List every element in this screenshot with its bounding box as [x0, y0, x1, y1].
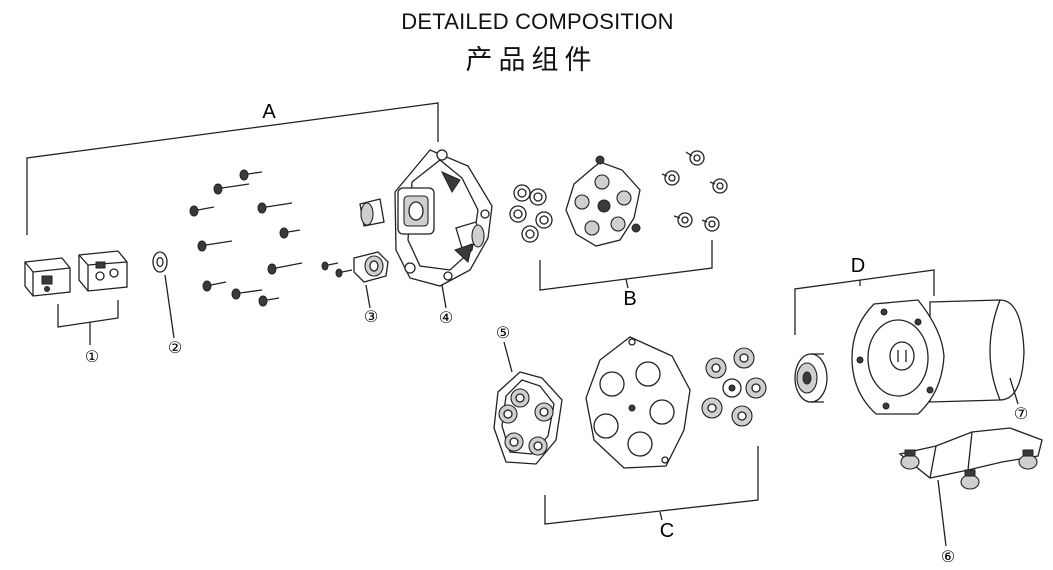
part-2-washer: [152, 251, 175, 339]
part-7-motor: [851, 299, 1025, 415]
part-label-4: ④: [439, 310, 453, 327]
group-label-a: A: [262, 101, 276, 123]
part-label-1: ①: [85, 349, 99, 366]
group-b-parts: [509, 150, 728, 247]
part-6-base-bracket: [898, 427, 1043, 547]
part-label-2: ②: [168, 340, 182, 357]
group-label-d: D: [851, 255, 865, 277]
part-label-7: ⑦: [1014, 406, 1028, 423]
bracket-group-d: [794, 269, 935, 335]
part-3-valve: [353, 251, 389, 309]
part-label-6: ⑥: [941, 549, 955, 566]
bracket-group-c: [544, 446, 759, 525]
title-chinese: 产品组件: [465, 45, 598, 76]
part-4-pump-head: [359, 149, 493, 309]
bracket-group-b: [539, 240, 713, 291]
part-label-3: ③: [364, 309, 378, 326]
bearing: [794, 353, 828, 403]
bracket-group-a: [26, 102, 439, 235]
part-label-5: ⑤: [496, 325, 510, 342]
title-english: DETAILED COMPOSITION: [401, 9, 674, 34]
screws: [189, 169, 353, 307]
part-1-connectors: [24, 250, 128, 345]
group-c-parts: [493, 336, 767, 469]
group-label-c: C: [660, 520, 674, 542]
group-label-b: B: [623, 288, 636, 310]
